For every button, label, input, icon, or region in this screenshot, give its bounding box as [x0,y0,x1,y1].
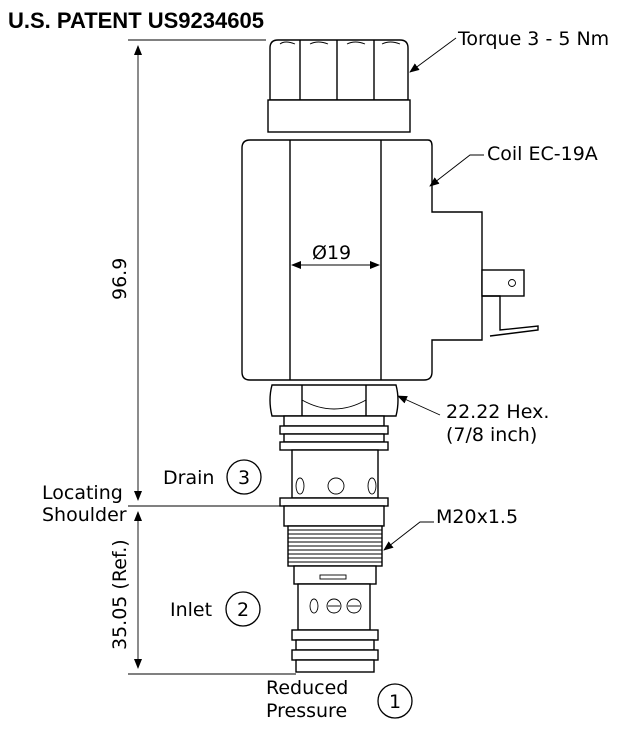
hex-label-2: (7/8 inch) [446,424,537,446]
coil-callout: Coil EC-19A [429,143,598,187]
ref-height-dimension: 35.05 (Ref.) [109,511,296,675]
overall-height-label: 96.9 [109,258,131,300]
diameter-dimension: Ø19 [291,242,380,269]
port-reduced-pressure: Reduced Pressure 1 [266,677,413,722]
shoulder-label-1: Locating [42,482,123,504]
hex-label-1: 22.22 Hex. [446,401,549,423]
port-inlet-label: Inlet [170,599,212,621]
knurled-nut [267,39,411,133]
ref-height-label: 35.05 (Ref.) [109,539,131,650]
thread-label: M20x1.5 [436,506,518,528]
port-reduced-number: 1 [389,691,401,713]
overall-height-dimension: 96.9 [109,39,280,507]
hex-nut [269,384,399,417]
diameter-label: Ø19 [312,242,351,264]
port-drain: Drain 3 [163,459,262,495]
port-inlet: Inlet 2 [170,591,261,627]
port-drain-label: Drain [163,467,214,489]
port-reduced-label-1: Reduced [266,677,348,699]
hex-callout: 22.22 Hex. (7/8 inch) [397,395,549,446]
patent-title: U.S. PATENT US9234605 [8,8,264,33]
shoulder-label-2: Shoulder [42,504,127,526]
torque-callout: Torque 3 - 5 Nm [409,28,609,73]
port-reduced-label-2: Pressure [266,700,347,722]
torque-label: Torque 3 - 5 Nm [457,28,609,50]
coil [241,139,539,381]
port-drain-number: 3 [238,467,250,489]
coil-label: Coil EC-19A [487,143,598,165]
thread-callout: M20x1.5 [383,506,518,551]
port-inlet-number: 2 [237,599,249,621]
cartridge-body [279,415,389,673]
